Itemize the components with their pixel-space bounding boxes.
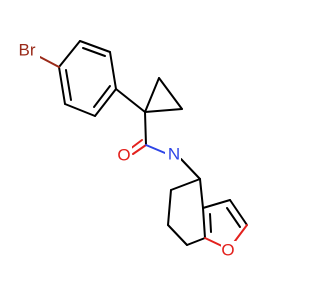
- bromine-label: Br: [19, 40, 36, 59]
- aromatic-inner-bond-1: [82, 47, 106, 57]
- cyclopropane-bond-2: [158, 77, 183, 110]
- carbonyl-oxygen-label: O: [117, 145, 130, 164]
- furan-oxygen-label: O: [221, 240, 234, 259]
- ring-bond-c7a-c3a: [202, 207, 206, 239]
- bond-c-n: [145, 144, 166, 154]
- aromatic-inner-bond-3: [65, 69, 72, 101]
- ring-bond-c6-c7: [167, 224, 188, 246]
- bond-n-c4: [180, 158, 201, 180]
- cyclopropane-bond-1: [144, 77, 160, 113]
- cyclopropane-bond-3: [144, 108, 183, 113]
- bromophenyl-ring: [58, 40, 117, 117]
- atom-labels: Br O N O: [13, 40, 236, 261]
- bond-c2-c3: [79, 40, 111, 53]
- ring-bond-c4-c5: [170, 178, 201, 191]
- ring-bond-c5-c6: [167, 189, 172, 226]
- bond-c6-c1: [58, 66, 66, 105]
- bond-c1-c2: [58, 40, 81, 68]
- tetrahydrobenzofuran: [167, 178, 248, 248]
- aromatic-inner-bond-2: [93, 85, 111, 108]
- amide-nitrogen-label: N: [168, 144, 180, 163]
- bond-c-br: [39, 56, 60, 68]
- bond-c3-c4: [109, 51, 117, 90]
- ring-bond-c7-c7a: [186, 237, 206, 246]
- ring-bond-o-c7a: [204, 237, 225, 248]
- bond-c5-c6: [64, 103, 96, 117]
- carbonyl-double-bond-1: [132, 144, 147, 155]
- ring-bond-c3-c2-inner: [226, 207, 241, 228]
- bond-c4-c5: [94, 88, 117, 117]
- ring-bond-c3-c2: [229, 199, 248, 226]
- ring-bond-c3a-c3: [202, 199, 231, 209]
- ring-bond-c4-c3a: [199, 178, 204, 209]
- bond-c-carbonyl: [144, 111, 147, 146]
- cyclopropane-amide: [115, 77, 201, 180]
- ring-bond-c7a-c3a-inner: [209, 213, 212, 233]
- bond-aryl-cyclopropane: [115, 88, 146, 113]
- chemical-structure-diagram: Br O N O: [13, 40, 248, 261]
